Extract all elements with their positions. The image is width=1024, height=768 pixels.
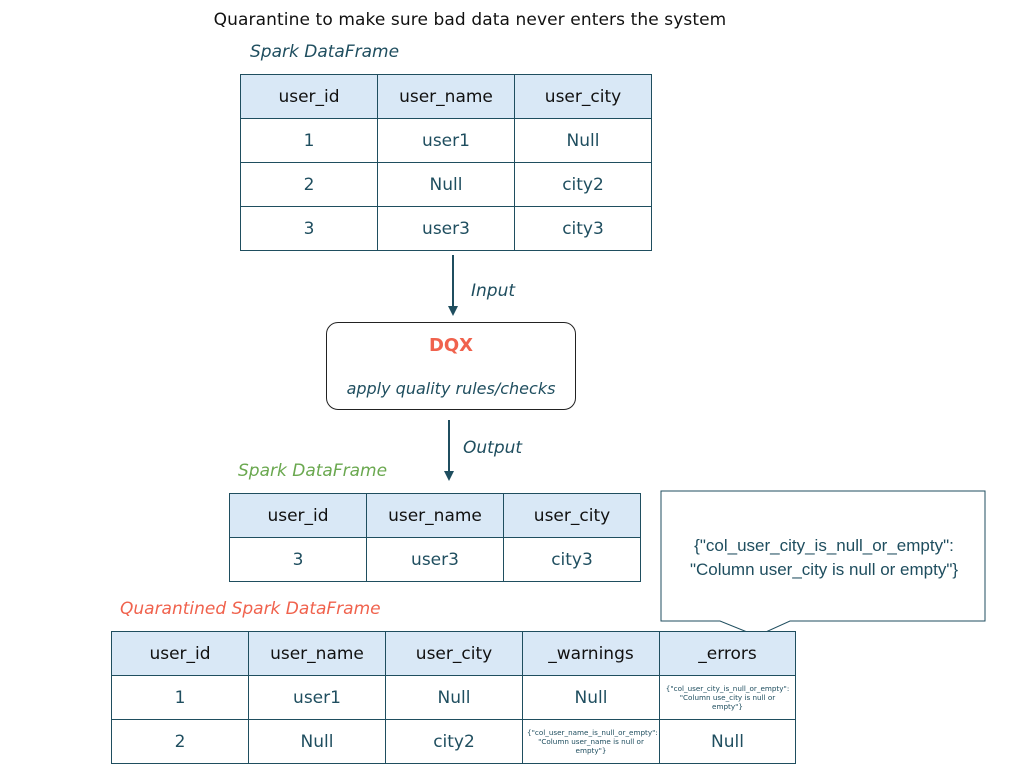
input-table-caption: Spark DataFrame <box>250 42 400 62</box>
column-header: user_id <box>229 493 367 538</box>
column-header: _errors <box>659 631 796 676</box>
quarantine-table: user_id user_name user_city _warnings _e… <box>111 631 796 764</box>
table-cell: Null <box>248 719 386 764</box>
output-table-caption: Spark DataFrame <box>238 461 388 481</box>
column-header: _warnings <box>522 631 660 676</box>
table-header-row: user_id user_name user_city <box>229 493 641 538</box>
table-cell: city3 <box>503 537 641 582</box>
table-cell: city3 <box>514 206 652 251</box>
dqx-description: apply quality rules/checks <box>346 379 556 398</box>
column-header: user_city <box>514 74 652 119</box>
table-cell: 2 <box>111 719 249 764</box>
table-header-row: user_id user_name user_city <box>240 74 652 119</box>
column-header: user_name <box>377 74 515 119</box>
table-row: 3 user3 city3 <box>240 206 652 251</box>
table-cell: user3 <box>366 537 504 582</box>
table-row: 3 user3 city3 <box>229 537 641 582</box>
error-json-cell: {"col_user_city_is_null_or_empty": "Colu… <box>659 675 796 720</box>
table-cell: 1 <box>240 118 378 163</box>
table-cell: Null <box>385 675 523 720</box>
table-cell: 1 <box>111 675 249 720</box>
warning-json-cell: {"col_user_name_is_null_or_empty": "Colu… <box>522 719 660 764</box>
table-cell: Null <box>514 118 652 163</box>
column-header: user_name <box>248 631 386 676</box>
column-header: user_city <box>385 631 523 676</box>
callout-bubble <box>660 490 986 637</box>
table-row: 1 user1 Null Null {"col_user_city_is_nul… <box>111 675 796 720</box>
table-cell: Null <box>522 675 660 720</box>
table-cell: Null <box>377 162 515 207</box>
table-cell: 2 <box>240 162 378 207</box>
table-cell: user1 <box>248 675 386 720</box>
output-label: Output <box>463 438 523 458</box>
table-cell: user3 <box>377 206 515 251</box>
column-header: user_id <box>111 631 249 676</box>
input-table: user_id user_name user_city 1 user1 Null… <box>240 74 652 251</box>
callout-line: "Column user_city is null or empty"} <box>689 560 959 579</box>
callout-line: {"col_user_city_is_null_or_empty": <box>694 536 954 555</box>
output-table: user_id user_name user_city 3 user3 city… <box>229 493 641 582</box>
table-cell: city2 <box>385 719 523 764</box>
table-header-row: user_id user_name user_city _warnings _e… <box>111 631 796 676</box>
table-cell: 3 <box>229 537 367 582</box>
quarantine-table-caption: Quarantined Spark DataFrame <box>120 599 381 619</box>
error-callout-text: {"col_user_city_is_null_or_empty": "Colu… <box>662 534 986 582</box>
table-cell: 3 <box>240 206 378 251</box>
column-header: user_city <box>503 493 641 538</box>
column-header: user_name <box>366 493 504 538</box>
table-row: 2 Null city2 {"col_user_name_is_null_or_… <box>111 719 796 764</box>
dqx-process-box: DQX apply quality rules/checks <box>326 322 576 410</box>
column-header: user_id <box>240 74 378 119</box>
diagram-title: Quarantine to make sure bad data never e… <box>213 10 727 30</box>
table-row: 1 user1 Null <box>240 118 652 163</box>
table-cell: Null <box>659 719 796 764</box>
table-row: 2 Null city2 <box>240 162 652 207</box>
dqx-name: DQX <box>428 335 474 356</box>
input-label: Input <box>471 281 516 301</box>
table-cell: city2 <box>514 162 652 207</box>
table-cell: user1 <box>377 118 515 163</box>
